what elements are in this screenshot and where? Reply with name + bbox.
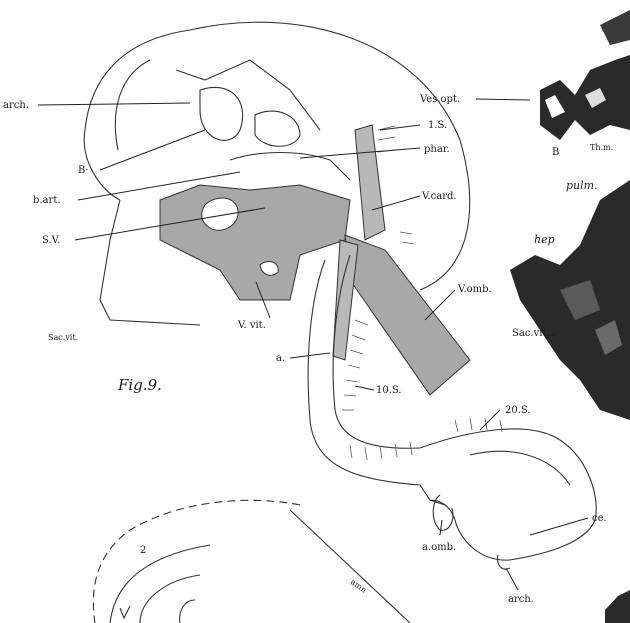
label-V-card: V.card. <box>421 191 457 202</box>
label-a: a. <box>276 353 285 364</box>
label-ce: ce. <box>592 513 607 524</box>
label-sac-vit-left: Sac.vit. <box>48 333 78 342</box>
label-ves-opt: Ves.opt. <box>419 94 460 105</box>
label-1-S: 1.S. <box>428 120 447 131</box>
label-pulm: pulm. <box>566 179 598 192</box>
photo-panel-top <box>540 10 630 140</box>
label-B-left: B· <box>78 165 89 176</box>
label-S-V: S.V. <box>42 235 60 246</box>
label-Th-m: Th.m. <box>590 143 613 152</box>
label-phar: phar. <box>424 144 450 155</box>
label-sac-vit-photo: Sac.vit. <box>512 328 550 339</box>
amnion-drawing <box>93 500 410 623</box>
photo-panel-bottom <box>605 590 630 623</box>
label-amn: amn <box>349 577 369 594</box>
label-10-S: 10.S. <box>376 385 402 396</box>
figure-title: Fig.9. <box>117 376 162 394</box>
label-20-S: 20.S. <box>505 405 531 416</box>
label-V-vit: V. vit. <box>237 320 266 331</box>
label-b-art: b.art. <box>33 195 61 206</box>
label-arch-top: arch. <box>3 100 29 111</box>
leader-lines <box>38 99 588 590</box>
label-a-omb: a.omb. <box>422 542 456 553</box>
photo-panel-middle <box>510 180 630 420</box>
label-two: 2 <box>140 545 146 556</box>
label-V-omb: V.omb. <box>457 284 492 295</box>
drawing-labels: arch. B· b.art. S.V. Sac.vit. V. vit. 1.… <box>3 100 607 605</box>
label-B-photo: B <box>552 147 559 158</box>
label-hep: hep <box>534 233 555 246</box>
label-arch-bottom: arch. <box>508 594 534 605</box>
